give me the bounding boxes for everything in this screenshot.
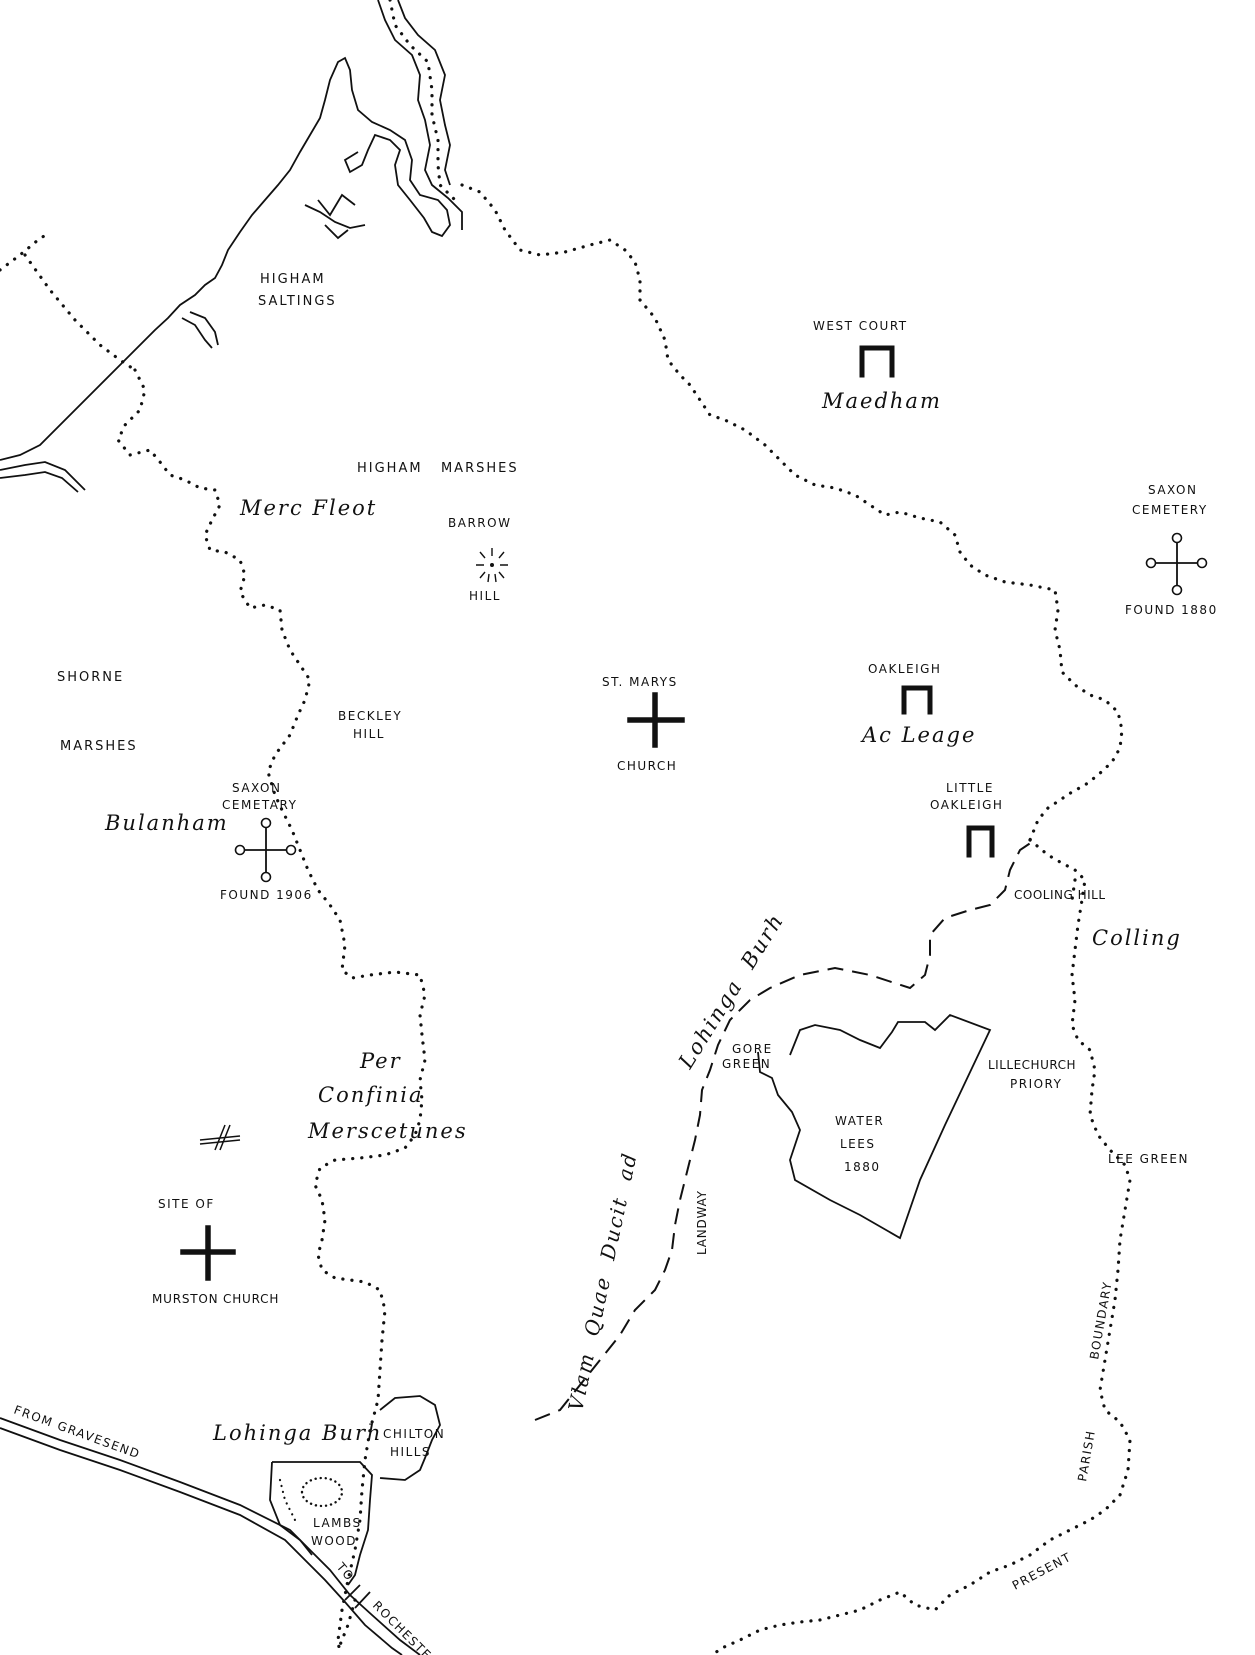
label-green: GREEN	[722, 1057, 771, 1071]
st-marys-church-cross-icon	[627, 692, 685, 748]
label-saxon-west: SAXON	[232, 781, 281, 795]
label-bulanham: Bulanham	[104, 811, 229, 835]
label-vlam-quae: Vlam Quae Ducit ad	[563, 1150, 641, 1413]
label-found-1906: FOUND 1906	[220, 888, 313, 902]
label-cemetery-east: CEMETERY	[1132, 503, 1208, 517]
label-merc-fleot: Merc Fleot	[239, 496, 377, 520]
label-ac-leage: Ac Leage	[860, 723, 976, 747]
label-per: Per	[359, 1049, 402, 1073]
label-church: CHURCH	[617, 759, 677, 773]
label-gore: GORE	[732, 1042, 773, 1056]
ancient-way	[534, 839, 1036, 1421]
label-lees: LEES	[840, 1137, 875, 1151]
label-murston-church: MURSTON CHURCH	[152, 1292, 279, 1306]
label-cooling-hill: COOLING HILL	[1014, 888, 1106, 902]
label-lambs: LAMBS	[313, 1516, 362, 1530]
label-beckley: BECKLEY	[338, 709, 402, 723]
label-water: WATER	[835, 1114, 884, 1128]
label-saxon-east: SAXON	[1148, 483, 1197, 497]
label-marshes: MARSHES	[60, 739, 138, 754]
label-hills: HILLS	[390, 1445, 431, 1459]
label-higham-marshes: HIGHAM MARSHES	[357, 461, 519, 476]
label-colling: Colling	[1092, 926, 1182, 950]
label-saltings: SALTINGS	[258, 294, 337, 309]
label-chilton: CHILTON	[383, 1427, 445, 1441]
label-to: TO	[333, 1559, 357, 1584]
label-hill: HILL	[469, 589, 501, 603]
label-lee-green: LEE GREEN	[1108, 1152, 1189, 1166]
label-boundary: BOUNDARY	[1087, 1280, 1115, 1361]
label-present: PRESENT	[1010, 1550, 1074, 1593]
label-1880: 1880	[844, 1160, 881, 1174]
little-oakleigh-symbol-icon	[966, 825, 995, 858]
label-wood: WOOD	[311, 1534, 357, 1548]
label-shorne: SHORNE	[57, 670, 124, 685]
parish-boundary	[0, 183, 1132, 1655]
label-west-court: WEST COURT	[813, 319, 908, 333]
map-labels: HIGHAM SALTINGS HIGHAM MARSHES Merc Fleo…	[12, 272, 1218, 1655]
label-beckley-hill: HILL	[353, 727, 385, 741]
label-st-marys: ST. MARYS	[602, 675, 678, 689]
saxon-cemetery-east-icon	[1145, 532, 1208, 596]
label-priory: PRIORY	[1010, 1077, 1062, 1091]
water-lees-boundary	[757, 1013, 992, 1240]
label-little: LITTLE	[946, 781, 994, 795]
coastline	[0, 0, 463, 493]
label-cemetary-west: CEMETARY	[222, 798, 297, 812]
label-maedham: Maedham	[821, 389, 942, 413]
label-merscetunes: Merscetunes	[307, 1119, 468, 1143]
saxon-cemetery-west-icon	[234, 817, 297, 883]
label-rochester: ROCHESTER	[370, 1598, 442, 1655]
label-confinia: Confinia	[318, 1083, 424, 1107]
murston-church-cross-icon	[180, 1225, 236, 1281]
road-gravesend-rochester	[0, 1417, 421, 1655]
label-landway: LANDWAY	[695, 1190, 709, 1255]
faint-cross-icon	[199, 1124, 241, 1151]
label-lohinga-burh: Lohinga Burh	[212, 1421, 383, 1445]
label-lillechurch: LILLECHURCH	[988, 1058, 1076, 1072]
label-from-gravesend: FROM GRAVESEND	[12, 1403, 142, 1462]
label-little-oakleigh: OAKLEIGH	[930, 798, 1003, 812]
west-court-symbol-icon	[859, 345, 895, 378]
label-higham: HIGHAM	[260, 272, 326, 287]
label-site-of: SITE OF	[158, 1197, 215, 1211]
oakleigh-symbol-icon	[901, 685, 933, 715]
barrow-symbol-icon	[476, 548, 508, 583]
label-found-1880: FOUND 1880	[1125, 603, 1218, 617]
label-barrow: BARROW	[448, 516, 511, 530]
label-parish: PARISH	[1075, 1429, 1098, 1483]
label-oakleigh: OAKLEIGH	[868, 662, 941, 676]
